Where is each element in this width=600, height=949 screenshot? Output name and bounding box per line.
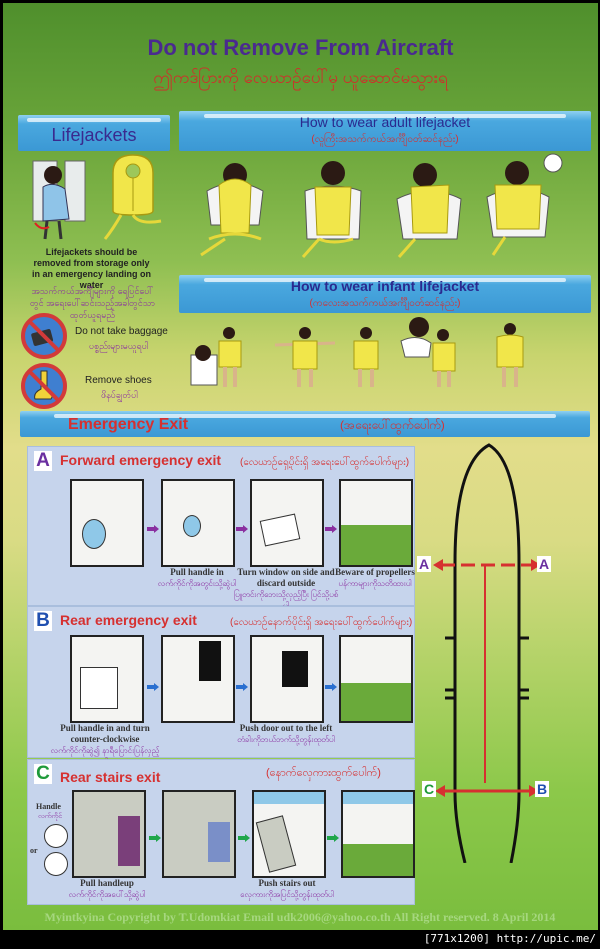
rule-label-shoes-myanmar: ဖိနပ်ချွတ်ပါ xyxy=(101,390,138,400)
rule-label-baggage: Do not take baggage xyxy=(75,326,168,337)
exit-a-step-3-frame xyxy=(250,479,324,567)
diagram-label-rear-left: C xyxy=(422,781,437,797)
diagram-label-rear-right: B xyxy=(535,781,550,797)
exit-c-step-2-frame xyxy=(162,790,236,878)
exit-b-step-4-frame xyxy=(339,635,413,723)
exit-b-step-3-frame xyxy=(250,635,324,723)
exit-b-step-1-frame xyxy=(70,635,144,723)
adult-lifejacket-heading-myanmar: (လူကြီးအသက်ကယ်အင်္ကျီဝတ်ဆင်နည်း) xyxy=(311,134,459,145)
seated-passenger-illustration xyxy=(32,160,86,240)
emergency-exit-heading: Emergency Exit xyxy=(68,416,189,433)
rule-label-baggage-myanmar: ပစ္စည်းများမယူရပါ xyxy=(89,341,149,351)
arrow-right-icon xyxy=(147,683,159,691)
arrow-right-icon xyxy=(236,525,248,533)
exit-c-step-4-frame xyxy=(341,790,415,878)
arrow-right-icon xyxy=(238,834,250,842)
exit-title-b-myanmar: (လေယာဉ်နောက်ပိုင်းရှိ အရေးပေါ်ထွက်ပေါက်မ… xyxy=(230,617,413,628)
exit-c-step-3-frame xyxy=(252,790,326,878)
aircraft-exit-diagram xyxy=(433,443,541,863)
exit-title-a-myanmar: (လေယာဉ်ရှေ့ပိုင်းရှိ အရေးပေါ်ထွက်ပေါက်မျ… xyxy=(240,457,410,468)
handle-type-1-icon xyxy=(44,824,68,848)
exit-panel-c: C Rear stairs exit (နောက်လှေကားထွက်ပေါက်… xyxy=(27,759,415,905)
handle-label: Handle xyxy=(36,802,61,811)
emergency-exit-heading-bar: Emergency Exit (အရေးပေါ်ထွက်ပေါက်) xyxy=(20,411,590,437)
exit-title-a: Forward emergency exit xyxy=(60,452,222,468)
handle-label-myanmar: လက်ကိုင် xyxy=(38,813,63,820)
arrow-right-icon xyxy=(325,525,337,533)
infant-lifejacket-heading: How to wear infant lifejacket xyxy=(290,278,480,294)
exit-letter-a: A xyxy=(34,451,52,471)
lifejacket-storage-note: Lifejackets should be removed from stora… xyxy=(31,247,152,290)
adult-lifejacket-heading-bar: How to wear adult lifejacket (လူကြီးအသက်… xyxy=(179,111,591,151)
infant-lifejacket-heading-myanmar: (ကလေးအသက်ကယ်အင်္ကျီဝတ်ဆင်နည်း) xyxy=(309,298,461,309)
exit-a-step-2-frame xyxy=(161,479,235,567)
exit-panel-b: B Rear emergency exit (လေယာဉ်နောက်ပိုင်း… xyxy=(27,606,415,766)
or-label: or xyxy=(30,846,38,855)
exit-title-c: Rear stairs exit xyxy=(60,769,161,785)
infant-step-1-illustration xyxy=(190,327,242,387)
exit-panel-a: A Forward emergency exit (လေယာဉ်ရှေ့ပိုင… xyxy=(27,446,415,610)
exit-b-step-2-frame xyxy=(161,635,235,723)
handle-type-2-icon xyxy=(44,852,68,876)
exit-title-b: Rear emergency exit xyxy=(60,612,197,628)
arrow-right-icon xyxy=(149,834,161,842)
adult-lifejacket-heading: How to wear adult lifejacket xyxy=(299,114,471,130)
infant-step-2-illustration xyxy=(274,327,336,387)
copyright-footer: Myintkyina Copyright by T.Udomkiat Email… xyxy=(44,910,556,924)
emergency-exit-heading-myanmar: (အရေးပေါ်ထွက်ပေါက်) xyxy=(340,418,445,432)
diagram-label-front-left: A xyxy=(417,556,432,572)
exit-letter-c: C xyxy=(34,764,52,784)
arrow-right-icon xyxy=(147,525,159,533)
safety-card: Do not Remove From Aircraft ဤကဒ်ပြားကို … xyxy=(3,3,598,930)
exit-a-step-4-frame xyxy=(339,479,413,567)
exit-title-c-myanmar: (နောက်လှေကားထွက်ပေါက်) xyxy=(266,767,381,779)
page-title: Do not Remove From Aircraft xyxy=(147,35,454,60)
adult-step-3-illustration xyxy=(396,163,462,258)
arrow-right-icon xyxy=(327,834,339,842)
rule-label-shoes: Remove shoes xyxy=(85,375,152,386)
exit-c-step-1-frame xyxy=(72,790,146,878)
diagram-label-front-right: A xyxy=(537,556,552,572)
lifejacket-illustration xyxy=(103,154,162,240)
page-subtitle-myanmar: ဤကဒ်ပြားကို လေယာဉ်ပေါ်မှ ယူဆောင်မသွားရ xyxy=(153,68,448,87)
adult-step-2-illustration xyxy=(301,161,362,258)
exit-a-step-1-frame xyxy=(70,479,144,567)
lifejacket-storage-note-myanmar: အသက်ကယ်အင်္ကျီများကို ရေပြင်ပေါ်တွင် အရေ… xyxy=(29,286,156,320)
adult-step-4-illustration xyxy=(486,153,563,256)
infant-step-4-illustration xyxy=(400,317,456,387)
adult-step-1-illustration xyxy=(200,163,264,257)
infant-step-3-illustration xyxy=(353,327,379,387)
exit-letter-b: B xyxy=(34,611,52,631)
infant-lifejacket-heading-bar: How to wear infant lifejacket (ကလေးအသက်က… xyxy=(179,275,591,313)
infant-step-5-illustration xyxy=(496,323,524,387)
no-baggage-icon xyxy=(21,313,67,359)
arrow-right-icon xyxy=(236,683,248,691)
arrow-right-icon xyxy=(325,683,337,691)
lifejackets-heading-bar: Lifejackets xyxy=(18,115,170,151)
image-watermark: [771x1200] http://upic.me/ xyxy=(423,932,596,945)
no-shoes-icon xyxy=(21,363,67,409)
lifejackets-heading: Lifejackets xyxy=(51,125,137,145)
